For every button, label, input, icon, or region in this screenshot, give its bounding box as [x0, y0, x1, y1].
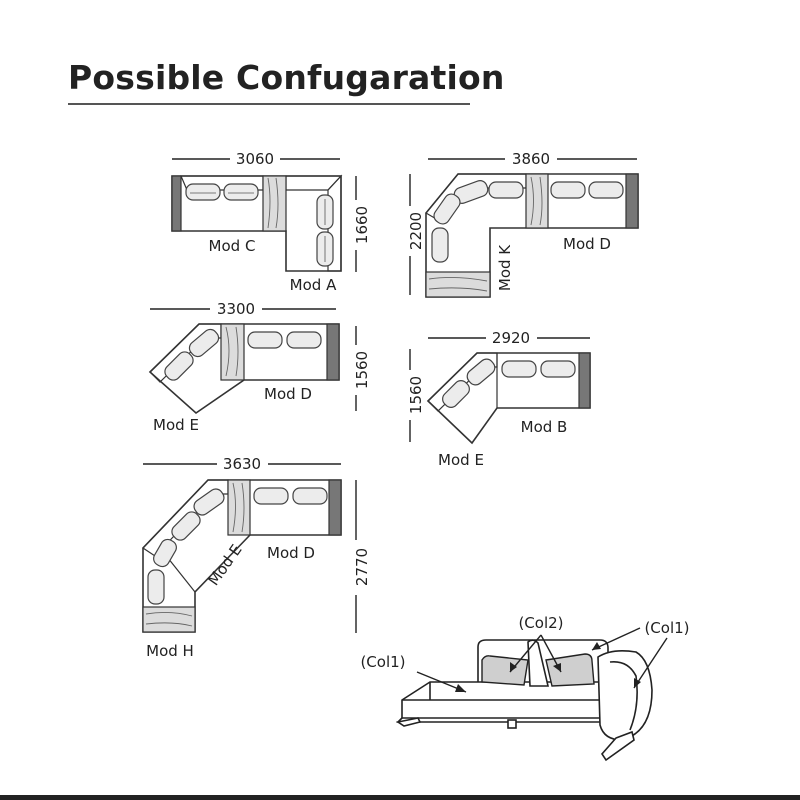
module-label: Mod D [264, 385, 312, 403]
module-label: Mod D [267, 544, 315, 562]
back-cushion [193, 488, 225, 516]
back-cushion [540, 360, 576, 378]
module-label: Mod E [153, 416, 199, 434]
module-label: Mod C [209, 237, 256, 255]
wood-table [142, 606, 196, 633]
module-label: Mod K [496, 244, 514, 291]
colour-label: (Col2) [518, 614, 563, 632]
width-dimension: 3300 [217, 300, 255, 318]
colour-label: (Col1) [360, 653, 405, 671]
wood-table [220, 323, 245, 381]
back-cushion [253, 487, 289, 505]
back-cushion [286, 331, 322, 349]
back-cushion [147, 569, 165, 605]
width-dimension: 3060 [236, 150, 274, 168]
config-diagram-5: 3630 2770 Mod E Mod D Mod H [142, 455, 371, 660]
sofa-leg [395, 717, 422, 727]
sofa-leg [600, 730, 635, 762]
title-underline [68, 103, 470, 105]
wood-table [525, 173, 549, 229]
back-cushion [588, 181, 624, 199]
config-diagram-2: 3860 2200 Mod K Mod D [407, 150, 639, 298]
module-label: Mod B [521, 418, 568, 436]
armrest [328, 479, 342, 536]
back-cushion [171, 511, 201, 541]
sofa-perspective-illustration: (Col1) (Col2) (Col1) [360, 614, 690, 762]
back-cushion [188, 328, 220, 358]
wood-table [262, 175, 287, 232]
config-diagram-1: 3060 1660 Mod C Mod A [171, 150, 371, 294]
wood-table [227, 479, 251, 536]
back-cushion [292, 487, 328, 505]
width-dimension: 2920 [492, 329, 530, 347]
depth-dimension: 2200 [407, 212, 425, 250]
width-dimension: 3860 [512, 150, 550, 168]
armrest [625, 173, 639, 229]
depth-dimension: 2770 [353, 548, 371, 586]
back-cushion [501, 360, 537, 378]
back-cushion [550, 181, 586, 199]
depth-dimension: 1660 [353, 206, 371, 244]
back-cushion [164, 351, 194, 381]
module-label: Mod A [290, 276, 337, 294]
back-cushion [481, 655, 529, 686]
module-label: Mod E [438, 451, 484, 469]
module-label: Mod H [146, 642, 194, 660]
page-title: Possible Confugaration [68, 58, 505, 97]
sofa-armrest [597, 650, 653, 741]
armrest [326, 323, 340, 381]
back-cushion [223, 183, 259, 201]
armrest [171, 175, 182, 232]
colour-label: (Col1) [644, 619, 689, 637]
back-cushion [247, 331, 283, 349]
armrest [578, 352, 591, 409]
depth-dimension: 1560 [353, 351, 371, 389]
back-cushion [466, 358, 496, 386]
sofa-leg [507, 719, 517, 729]
back-cushion [185, 183, 221, 201]
back-cushion [442, 380, 470, 408]
depth-dimension: 1560 [407, 376, 425, 414]
back-cushion [527, 639, 550, 687]
config-diagram-3: 3300 1560 Mod D Mod E [148, 300, 371, 434]
module-label: Mod D [563, 235, 611, 253]
back-cushion [545, 653, 595, 687]
back-cushion [431, 227, 449, 263]
bottom-border [0, 795, 800, 800]
back-cushion [488, 181, 524, 199]
width-dimension: 3630 [223, 455, 261, 473]
back-cushion [153, 538, 177, 568]
wood-table [425, 271, 491, 298]
back-cushion [433, 193, 461, 225]
config-diagram-4: 2920 1560 Mod B Mod E [407, 329, 591, 469]
